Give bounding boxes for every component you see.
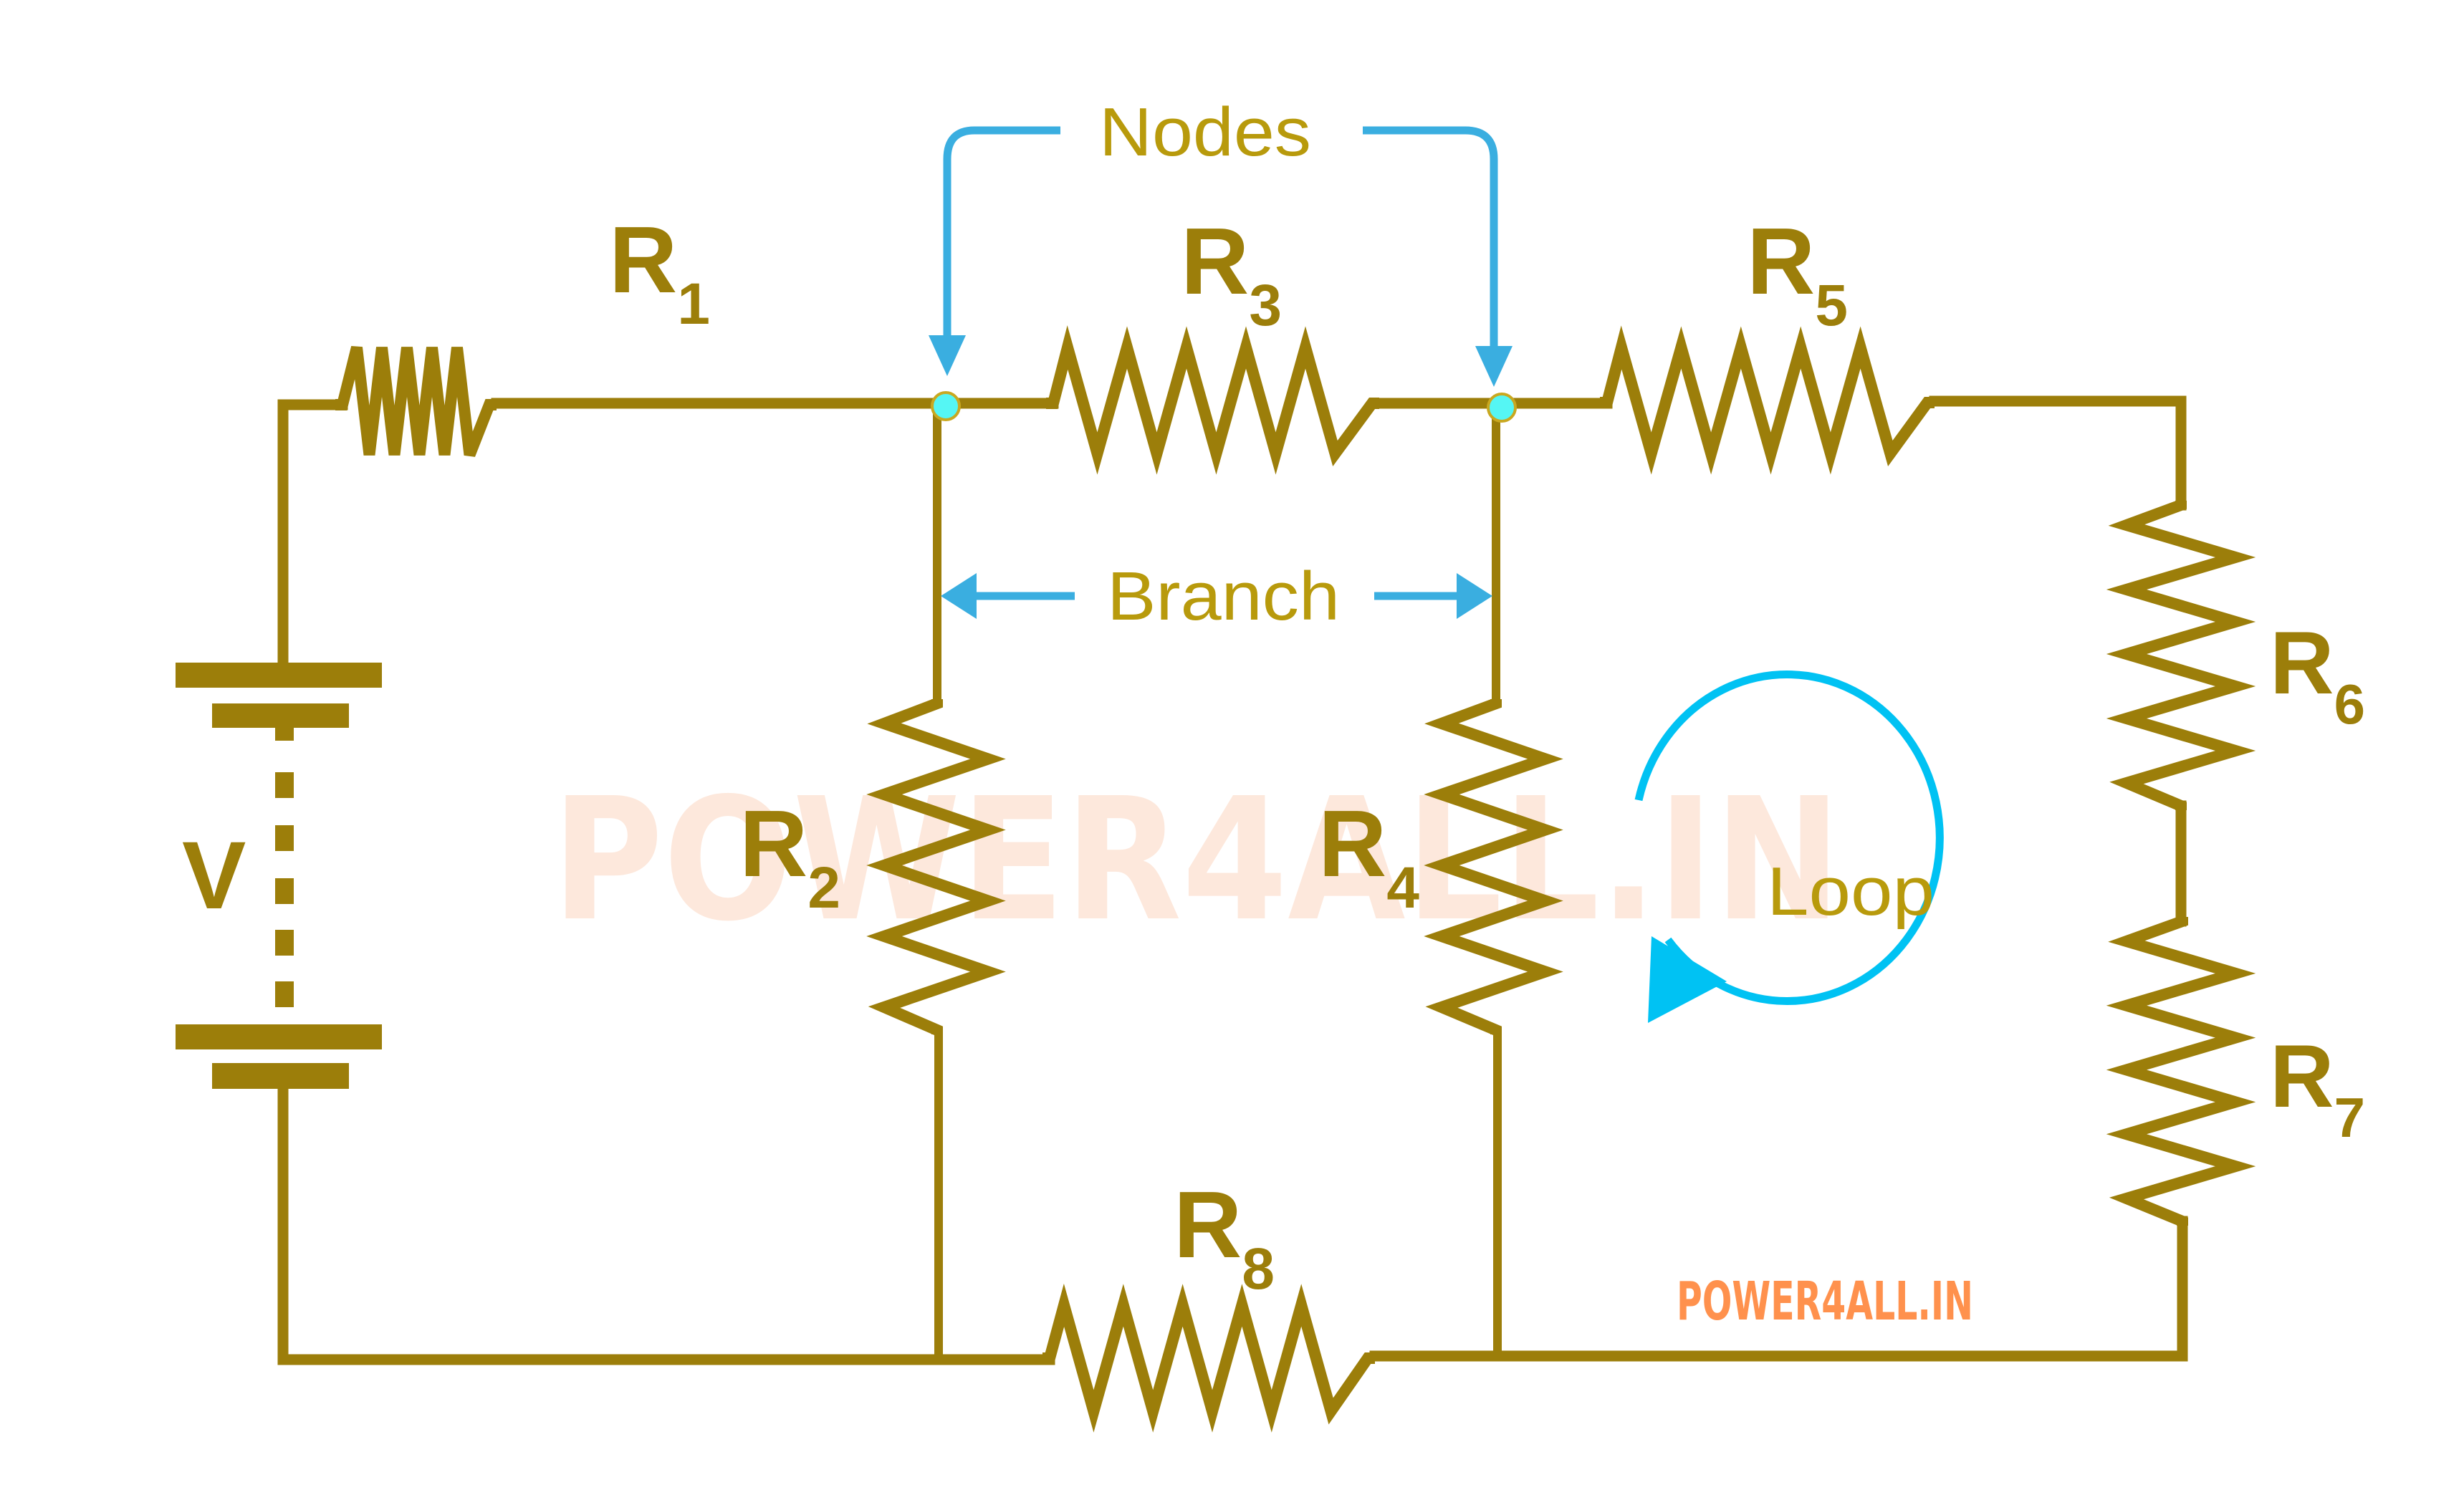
label-r3: R3: [1181, 208, 1282, 338]
nodes-annotation: Nodes: [929, 94, 1513, 387]
label-r8: R8: [1174, 1172, 1275, 1302]
nodes-label: Nodes: [1099, 94, 1311, 170]
resistor-r4: [1424, 698, 1563, 1036]
nodes-bracket-right: [1363, 126, 1498, 347]
resistor-r8: [1042, 1283, 1375, 1433]
battery-dash: [275, 825, 294, 851]
battery-source: V: [176, 663, 382, 1089]
node-dot-left: [931, 391, 961, 421]
nodes-arrowhead-right-icon: [1475, 346, 1513, 387]
nodes-bracket-left: [943, 126, 1060, 337]
node-dot-right: [1487, 393, 1517, 423]
nodes-arrowhead-left-icon: [929, 335, 966, 376]
battery-dash: [275, 772, 294, 798]
wire-left-top: [277, 399, 348, 668]
resistor-r5: [1600, 325, 1935, 475]
source-label: V: [182, 822, 246, 929]
loop-label: Loop: [1767, 853, 1935, 930]
resistor-r3: [1046, 325, 1379, 475]
label-r6: R6: [2270, 614, 2365, 736]
watermark-text: POWER4ALL.IN: [552, 761, 1841, 958]
loop-annotation: Loop: [1634, 670, 1944, 1023]
battery-dash: [275, 930, 294, 956]
resistor-r7: [2106, 915, 2256, 1227]
label-r1: R1: [609, 207, 710, 337]
wires: [277, 395, 2188, 1365]
battery-dash: [275, 981, 294, 1007]
resistor-labels: R1 R3 R5 R2 R4 R6 R7 R8: [609, 207, 2365, 1302]
loop-arrowhead-icon: [1648, 936, 1727, 1023]
branch-annotation: Branch: [941, 558, 1492, 635]
label-r2: R2: [739, 791, 840, 920]
label-r5: R5: [1747, 208, 1848, 338]
resistor-r6: [2106, 499, 2256, 812]
wire-top-right: [1929, 395, 2187, 511]
resistors: [335, 325, 2256, 1433]
wire-left-bottom: [277, 1083, 1055, 1365]
battery-dash: [275, 878, 294, 904]
branch-arrowhead-left-icon: [941, 573, 977, 619]
battery-plate-positive-bottom: [176, 1024, 382, 1049]
brand-label: POWER4ALL.IN: [1677, 1271, 1973, 1332]
battery-plate-negative-bottom: [212, 1063, 349, 1089]
battery-dashes: [275, 728, 294, 1007]
battery-plate-positive-top: [176, 663, 382, 688]
label-r7: R7: [2270, 1027, 2365, 1149]
wire-right-bottom: [1369, 1216, 2188, 1362]
loop-arc: [1634, 670, 1944, 1005]
branch-label: Branch: [1107, 558, 1340, 635]
branch-arrowhead-right-icon: [1457, 573, 1492, 619]
resistor-r2: [866, 698, 1006, 1036]
battery-plate-negative-top: [212, 703, 349, 728]
label-r4: R4: [1318, 791, 1419, 920]
resistor-r1: [335, 346, 497, 457]
battery-dash: [275, 728, 294, 741]
